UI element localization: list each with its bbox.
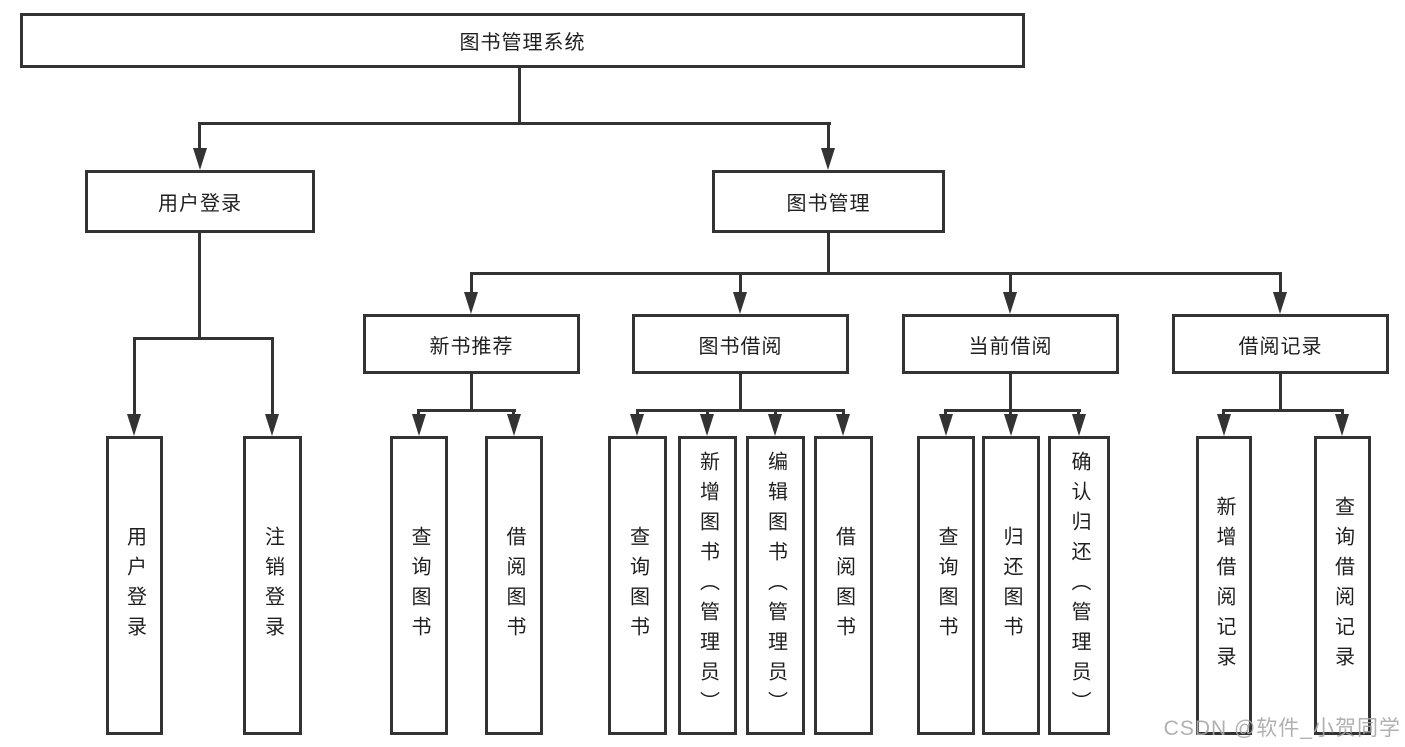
- leaf-confirm-return-admin: 确认归还（管理员）: [1048, 436, 1110, 735]
- connector-line: [470, 374, 473, 409]
- arrow-down-icon: [1004, 414, 1018, 436]
- arrow-down-icon: [1335, 414, 1349, 436]
- node-label: 用户登录: [123, 525, 146, 646]
- node-label: 图书管理系统: [459, 32, 586, 54]
- connector-line: [133, 337, 274, 340]
- node-label: 新增图书（管理员）: [696, 450, 719, 721]
- node-label: 当前借阅: [968, 335, 1053, 358]
- node-label: 借阅图书: [503, 525, 525, 646]
- arrow-down-icon: [733, 292, 747, 314]
- leaf-query-books-borrow: 查询图书: [608, 436, 667, 735]
- node-root-library-management-system: 图书管理系统: [20, 13, 1025, 68]
- arrow-down-icon: [464, 292, 478, 314]
- node-user-login: 用户登录: [85, 170, 315, 233]
- leaf-borrow-books-recommend: 借阅图书: [485, 436, 543, 735]
- arrow-down-icon: [939, 414, 953, 436]
- connector-line: [417, 409, 516, 412]
- connector-line: [774, 409, 777, 417]
- connector-line: [1077, 409, 1080, 417]
- node-current-borrowing: 当前借阅: [902, 314, 1119, 374]
- connector-line: [827, 122, 830, 150]
- connector-line: [1341, 409, 1344, 417]
- arrow-down-icon: [700, 414, 714, 436]
- leaf-query-borrow-record: 查询借阅记录: [1314, 436, 1371, 735]
- arrow-down-icon: [412, 414, 426, 436]
- connector-line: [1009, 374, 1012, 409]
- connector-line: [1279, 374, 1282, 409]
- arrow-down-icon: [1003, 292, 1017, 314]
- connector-line: [1009, 409, 1012, 417]
- connector-line: [470, 272, 473, 294]
- arrow-down-icon: [265, 414, 279, 436]
- connector-line: [470, 272, 1281, 275]
- connector-line: [944, 409, 1081, 412]
- arrow-down-icon: [630, 414, 644, 436]
- arrow-down-icon: [821, 148, 835, 170]
- connector-line: [512, 409, 515, 417]
- node-book-management: 图书管理: [712, 170, 945, 233]
- leaf-edit-book-admin: 编辑图书（管理员）: [746, 436, 805, 735]
- arrow-down-icon: [836, 414, 850, 436]
- arrow-down-icon: [1217, 414, 1231, 436]
- node-label: 确认归还（管理员）: [1068, 450, 1090, 721]
- leaf-user-login: 用户登录: [106, 436, 163, 735]
- leaf-borrow-books: 借阅图书: [814, 436, 873, 735]
- node-label: 编辑图书（管理员）: [764, 450, 787, 721]
- connector-line: [417, 409, 420, 417]
- arrow-down-icon: [768, 414, 782, 436]
- node-label: 借阅记录: [1238, 335, 1323, 358]
- node-label: 查询图书: [408, 525, 430, 646]
- node-label: 查询图书: [626, 525, 649, 646]
- connector-line: [1222, 409, 1343, 412]
- arrow-down-icon: [193, 148, 207, 170]
- leaf-return-books: 归还图书: [982, 436, 1040, 735]
- arrow-down-icon: [1072, 414, 1086, 436]
- node-book-borrowing: 图书借阅: [632, 314, 849, 374]
- node-label: 图书管理: [786, 193, 871, 215]
- connector-line: [1222, 409, 1225, 417]
- node-new-book-recommendation: 新书推荐: [363, 314, 580, 374]
- connector-line: [739, 272, 742, 294]
- connector-line: [198, 122, 831, 125]
- connector-line: [518, 68, 521, 122]
- node-label: 查询借阅记录: [1331, 495, 1354, 676]
- connector-line: [133, 337, 136, 416]
- arrow-down-icon: [127, 414, 141, 436]
- csdn-watermark: CSDN @软件_小贺同学: [1163, 717, 1401, 740]
- connector-line: [636, 409, 639, 417]
- connector-line: [827, 233, 830, 272]
- connector-line: [842, 409, 845, 417]
- arrow-down-icon: [507, 414, 521, 436]
- node-label: 用户登录: [158, 193, 242, 215]
- node-label: 借阅图书: [832, 525, 855, 646]
- connector-line: [198, 122, 201, 150]
- node-label: 新书推荐: [429, 335, 514, 358]
- leaf-add-book-admin: 新增图书（管理员）: [678, 436, 737, 735]
- connector-line: [636, 409, 845, 412]
- connector-line: [1279, 272, 1282, 294]
- arrow-down-icon: [1273, 292, 1287, 314]
- connector-line: [706, 409, 709, 417]
- node-label: 新增借阅记录: [1213, 495, 1235, 676]
- node-label: 图书借阅: [698, 335, 783, 358]
- leaf-add-borrow-record: 新增借阅记录: [1196, 436, 1252, 735]
- leaf-query-books-recommend: 查询图书: [390, 436, 448, 735]
- node-label: 注销登录: [261, 525, 284, 646]
- leaf-query-books-current: 查询图书: [917, 436, 975, 735]
- node-borrowing-records: 借阅记录: [1172, 314, 1389, 374]
- connector-line: [198, 233, 201, 337]
- connector-line: [271, 337, 274, 416]
- leaf-logout-login: 注销登录: [243, 436, 302, 735]
- node-label: 查询图书: [935, 525, 957, 646]
- node-label: 归还图书: [1000, 525, 1022, 646]
- connector-line: [1009, 272, 1012, 294]
- connector-line: [944, 409, 947, 417]
- connector-line: [739, 374, 742, 409]
